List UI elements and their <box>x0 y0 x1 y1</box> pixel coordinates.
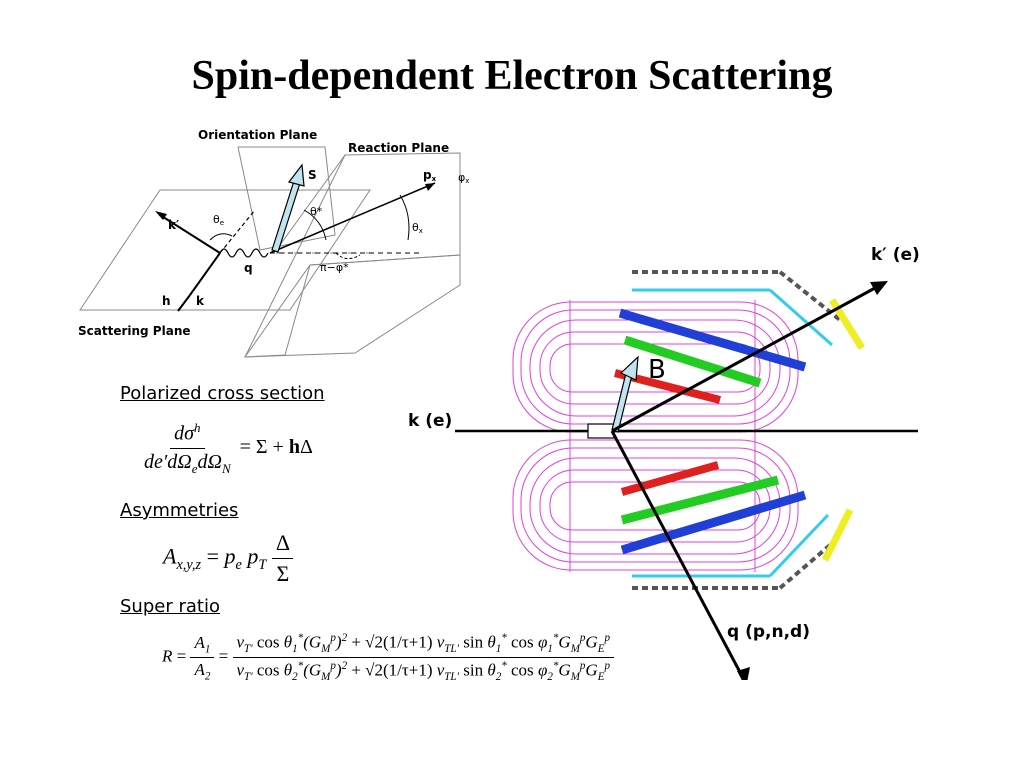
orientation-plane-label: Orientation Plane <box>198 128 317 142</box>
green-bar-upper <box>623 335 762 388</box>
pi-minus-phi-label: π−φ* <box>320 261 349 274</box>
red-bar-lower <box>620 461 720 496</box>
cross-section-heading: Polarized cross section <box>120 383 325 404</box>
blue-bar-upper <box>618 308 807 372</box>
magnet-coils <box>512 300 799 572</box>
theta-star-label: θ* <box>310 205 323 218</box>
spin-s-label: S <box>308 168 317 182</box>
q-arrow <box>610 430 744 677</box>
target-cell <box>587 423 615 439</box>
green-bar-lower <box>620 475 780 525</box>
orientation-plane <box>237 146 336 251</box>
blue-bar-lower <box>620 490 807 555</box>
h-label: h <box>162 294 171 308</box>
detector-diagram: k′ (e) k (e) q (p,n,d) B <box>408 245 920 680</box>
scattering-plane-label: Scattering Plane <box>78 324 191 338</box>
k-prime-e-label: k′ (e) <box>871 245 920 265</box>
q-pnd-label: q (p,n,d) <box>727 622 810 642</box>
px-label: px <box>423 168 437 183</box>
asymmetries-heading: Asymmetries <box>120 500 239 521</box>
q-label: q <box>244 261 253 275</box>
phi-x-label: φx <box>458 171 469 185</box>
theta-e-label: θe <box>213 213 224 227</box>
scattering-plane <box>79 189 371 311</box>
slide-title: Spin-dependent Electron Scattering <box>191 53 833 99</box>
b-field-label: B <box>648 355 666 385</box>
k-prime-label: k′ <box>168 218 179 232</box>
kinematics-diagram: Orientation Plane Reaction Plane Scatter… <box>78 128 469 358</box>
k-e-label: k (e) <box>408 411 452 431</box>
theta-x-label: θx <box>412 221 423 235</box>
super-ratio-heading: Super ratio <box>120 596 220 617</box>
reaction-plane-label: Reaction Plane <box>348 141 449 155</box>
k-prime-arrow <box>611 286 876 433</box>
k-label: k <box>196 294 205 308</box>
